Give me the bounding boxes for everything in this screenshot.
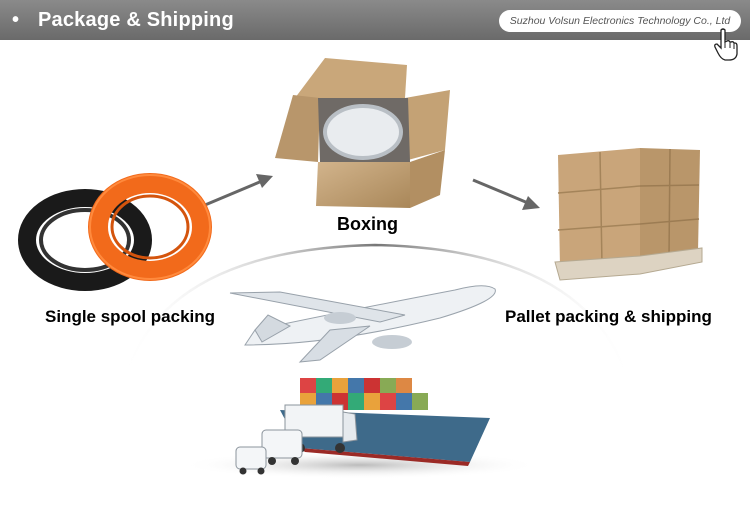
- cable-spools-image: [18, 173, 212, 291]
- trucks-image: [235, 404, 358, 475]
- boxing-label: Boxing: [337, 214, 398, 234]
- airplane-image: [229, 285, 496, 363]
- hand-cursor-icon: [714, 28, 738, 61]
- single-spool-label: Single spool packing: [45, 307, 216, 326]
- arrow-icon: [204, 174, 273, 207]
- arrow-icon: [472, 178, 540, 210]
- open-box-image: [275, 58, 450, 208]
- company-name-badge[interactable]: Suzhou Volsun Electronics Technology Co.…: [499, 10, 741, 32]
- globe-arc: [116, 243, 637, 411]
- page-title: Package & Shipping: [38, 9, 234, 31]
- pallet-boxes-image: [554, 148, 703, 281]
- header-bullet: •: [12, 9, 20, 31]
- pallet-shipping-label: Pallet packing & shipping: [505, 307, 712, 326]
